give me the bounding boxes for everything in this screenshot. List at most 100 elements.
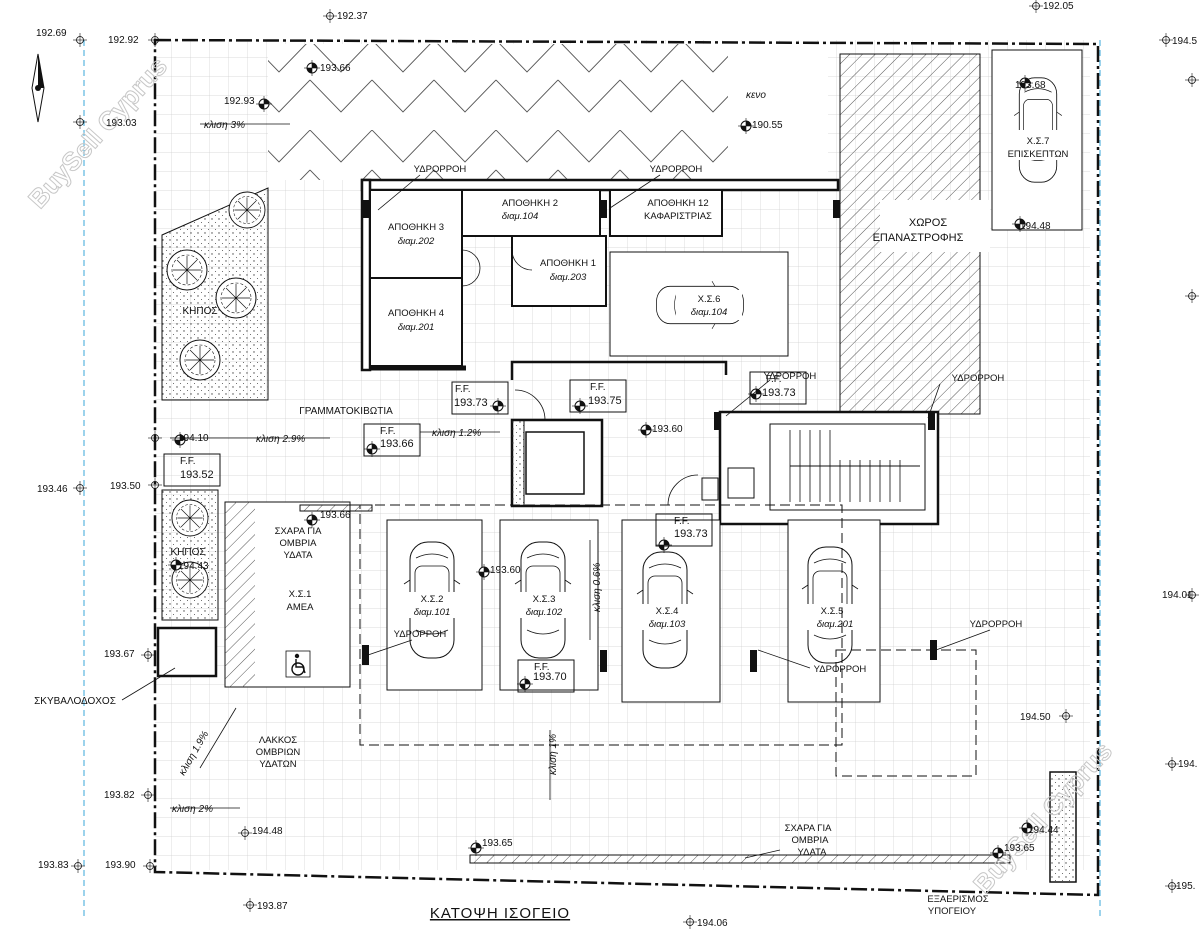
- ff-label: F.F.: [590, 382, 606, 393]
- svg-text:192.93: 192.93: [224, 96, 255, 107]
- ff-label: F.F.: [380, 426, 396, 437]
- storage-2-label: ΑΠΟΘΗΚΗ 2: [502, 198, 558, 209]
- slope-label: κλιση 0.6%: [592, 563, 603, 612]
- gutter-label: ΥΔΡΟΡΡΟΗ: [414, 164, 467, 175]
- ramp-chevron-hatch: [268, 44, 728, 180]
- slope-arrows: [170, 123, 591, 809]
- door-swing: [514, 389, 546, 421]
- parking-1-ref: ΑΜΕΑ: [287, 602, 315, 613]
- gutter-markers: [362, 200, 937, 672]
- svg-text:193.90: 193.90: [105, 860, 136, 871]
- mailboxes-label: ΓΡΑΜΜΑΤΟΚΙΒΩΤΙΑ: [299, 406, 393, 417]
- grate-bottom-label-2: ΟΜΒΡΙΑ: [792, 835, 830, 846]
- garden-bottom-label: ΚΗΠΟΣ: [170, 547, 205, 558]
- turning-label-bg: [880, 200, 990, 252]
- svg-text:193.66: 193.66: [320, 63, 351, 74]
- grate-top-label-1: ΣΧΑΡΑ ΓΙΑ: [275, 526, 323, 537]
- parking-5-label: Χ.Σ.5: [821, 606, 844, 617]
- parking-4-label: Χ.Σ.4: [656, 606, 679, 617]
- svg-text:193.66: 193.66: [320, 510, 351, 521]
- ff-label: F.F.: [674, 516, 690, 527]
- svg-text:195.: 195.: [1176, 881, 1195, 892]
- svg-text:192.69: 192.69: [36, 28, 67, 39]
- parking-4-ref: διαμ.103: [649, 619, 686, 630]
- parking-1-label: Χ.Σ.1: [289, 589, 312, 600]
- svg-text:194.01: 194.01: [1162, 590, 1193, 601]
- vent-label-2: ΥΠΟΓΕΙΟΥ: [928, 906, 977, 917]
- svg-text:192.05: 192.05: [1043, 1, 1074, 12]
- ff-label: F.F.: [766, 374, 782, 385]
- slope-label: κλιση 1%: [548, 734, 559, 775]
- gutter-label: ΥΔΡΟΡΡΟΗ: [970, 619, 1023, 630]
- parking-2-ref: διαμ.101: [414, 607, 451, 618]
- slope-label: κλιση 1.2%: [432, 428, 481, 439]
- svg-text:194.44: 194.44: [1028, 825, 1059, 836]
- tree-icon: [179, 339, 221, 381]
- turning-area-label-1: ΧΩΡΟΣ: [909, 217, 947, 229]
- bin-label: ΣΚΥΒΑΛΟΔΟΧΟΣ: [34, 696, 116, 707]
- drawing-title: ΚΑΤΟΨΗ ΙΣΟΓΕΙΟ: [430, 905, 570, 922]
- svg-text:192.92: 192.92: [108, 35, 139, 46]
- storage-2-ref: διαμ.104: [502, 211, 539, 222]
- slope-label: κλιση 2%: [172, 804, 213, 815]
- svg-text:194.43: 194.43: [178, 561, 209, 572]
- turning-zone-outline: [835, 649, 977, 777]
- svg-text:193.66: 193.66: [380, 438, 414, 450]
- svg-text:194.: 194.: [1178, 759, 1197, 770]
- svg-text:193.03: 193.03: [106, 118, 137, 129]
- slope-label: κλιση 3%: [204, 120, 245, 131]
- turning-area-label-2: ΕΠΑΝΑΣΤΡΟΦΗΣ: [873, 232, 964, 244]
- svg-text:193.68: 193.68: [1015, 80, 1046, 91]
- pit-label-1: ΛΑΚΚΟΣ: [259, 735, 297, 746]
- parking-6-label: Χ.Σ.6: [698, 294, 721, 305]
- parking-2-label: Χ.Σ.2: [421, 594, 444, 605]
- svg-text:194.50: 194.50: [1020, 712, 1051, 723]
- svg-text:194.10: 194.10: [178, 433, 209, 444]
- svg-text:193.73: 193.73: [762, 387, 796, 399]
- svg-text:192.37: 192.37: [337, 11, 368, 22]
- gutter-label: ΥΔΡΟΡΡΟΗ: [650, 164, 703, 175]
- svg-text:193.52: 193.52: [180, 469, 214, 481]
- parking-zone-outline: [359, 504, 843, 746]
- tree-icon: [166, 249, 208, 291]
- storage-4-label: ΑΠΟΘΗΚΗ 4: [388, 308, 444, 319]
- door-swing: [667, 474, 699, 506]
- gutter-label: ΥΔΡΟΡΡΟΗ: [764, 371, 817, 382]
- access-aisle-hatch: [225, 502, 255, 687]
- vent-shaft: [1049, 771, 1077, 883]
- garden-top-label: ΚΗΠΟΣ: [182, 306, 217, 317]
- storage-block: [360, 178, 840, 372]
- leader-lines: [121, 174, 991, 859]
- vent-label-1: ΕΞΑΕΡΙΣΜΟΣ: [927, 894, 988, 905]
- gutter-label: ΥΔΡΟΡΡΟΗ: [952, 373, 1005, 384]
- grate-top-label-2: ΟΜΒΡΙΑ: [280, 538, 318, 549]
- tree-icon: [228, 191, 266, 229]
- parking-6-ref: διαμ.104: [691, 307, 728, 318]
- parking-5-ref: διαμ.201: [817, 619, 854, 630]
- svg-text:193.73: 193.73: [674, 528, 708, 540]
- storage-12-ref: ΚΑΦΑΡΙΣΤΡΙΑΣ: [644, 211, 712, 222]
- svg-text:194.48: 194.48: [1020, 221, 1051, 232]
- storage-3-label: ΑΠΟΘΗΚΗ 3: [388, 222, 444, 233]
- door-swing: [511, 249, 533, 271]
- site-boundary: [153, 38, 1100, 897]
- storage-3-ref: διαμ.202: [398, 236, 435, 247]
- storage-1-label: ΑΠΟΘΗΚΗ 1: [540, 258, 596, 269]
- parking-3-ref: διαμ.102: [526, 607, 563, 618]
- ff-level-boxes: [163, 371, 807, 693]
- gutter-label: ΥΔΡΟΡΡΟΗ: [814, 664, 867, 675]
- svg-text:193.50: 193.50: [110, 481, 141, 492]
- void-label: κενο: [746, 90, 766, 101]
- watermark: BuySell Cyprus: [22, 51, 173, 214]
- svg-text:193.65: 193.65: [482, 838, 513, 849]
- svg-text:193.82: 193.82: [104, 790, 135, 801]
- slope-label: κλιση 2.9%: [256, 434, 305, 445]
- tree-icon: [215, 277, 257, 319]
- svg-text:194.5: 194.5: [1172, 36, 1197, 47]
- ff-label: F.F.: [534, 662, 550, 673]
- svg-text:193.67: 193.67: [104, 649, 135, 660]
- svg-text:193.60: 193.60: [652, 424, 683, 435]
- svg-text:193.70: 193.70: [533, 671, 567, 683]
- svg-text:193.75: 193.75: [588, 395, 622, 407]
- bottom-grate: [469, 854, 1011, 864]
